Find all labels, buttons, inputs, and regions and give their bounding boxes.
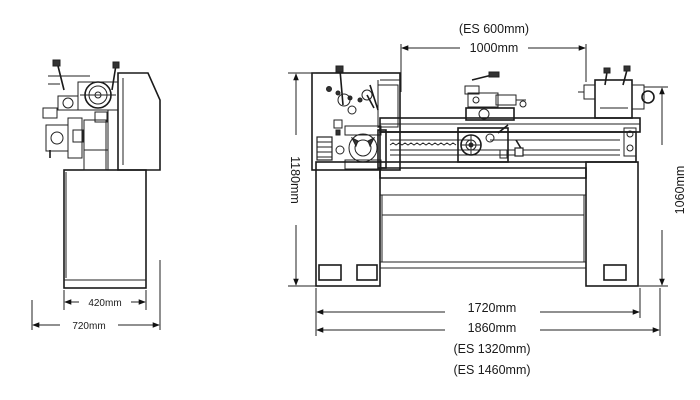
side-cabinet (63, 169, 147, 289)
dim-carriage-travel: 1000mm (470, 41, 519, 55)
dim-carriage-travel-es: (ES 600mm) (459, 22, 529, 36)
dim-width-base: 420mm (88, 298, 121, 309)
dim-length-bed: 1720mm (468, 301, 517, 315)
side-control-panel (316, 136, 333, 161)
side-view: 420mm 720mm (31, 59, 161, 332)
tailstock (594, 79, 633, 119)
dim-height-total: 1180mm (288, 156, 302, 204)
dim-width-total: 720mm (72, 321, 105, 332)
dim-length-total: 1860mm (468, 321, 517, 335)
dim-length-total-es: (ES 1460mm) (453, 363, 530, 377)
left-cabinet (315, 161, 381, 287)
side-headstock (117, 72, 161, 171)
dim-height-spindle: 1060mm (673, 166, 687, 215)
chip-tray (379, 167, 587, 179)
tailstock-handwheel-icon (641, 90, 655, 104)
carriage-apron (457, 127, 509, 163)
dim-length-bed-es: (ES 1320mm) (453, 342, 530, 356)
right-cabinet (585, 161, 639, 287)
headstock (311, 72, 401, 171)
front-view: 1180mm 1060mm (ES 600mm) 1000mm 1720mm 1… (288, 22, 687, 377)
